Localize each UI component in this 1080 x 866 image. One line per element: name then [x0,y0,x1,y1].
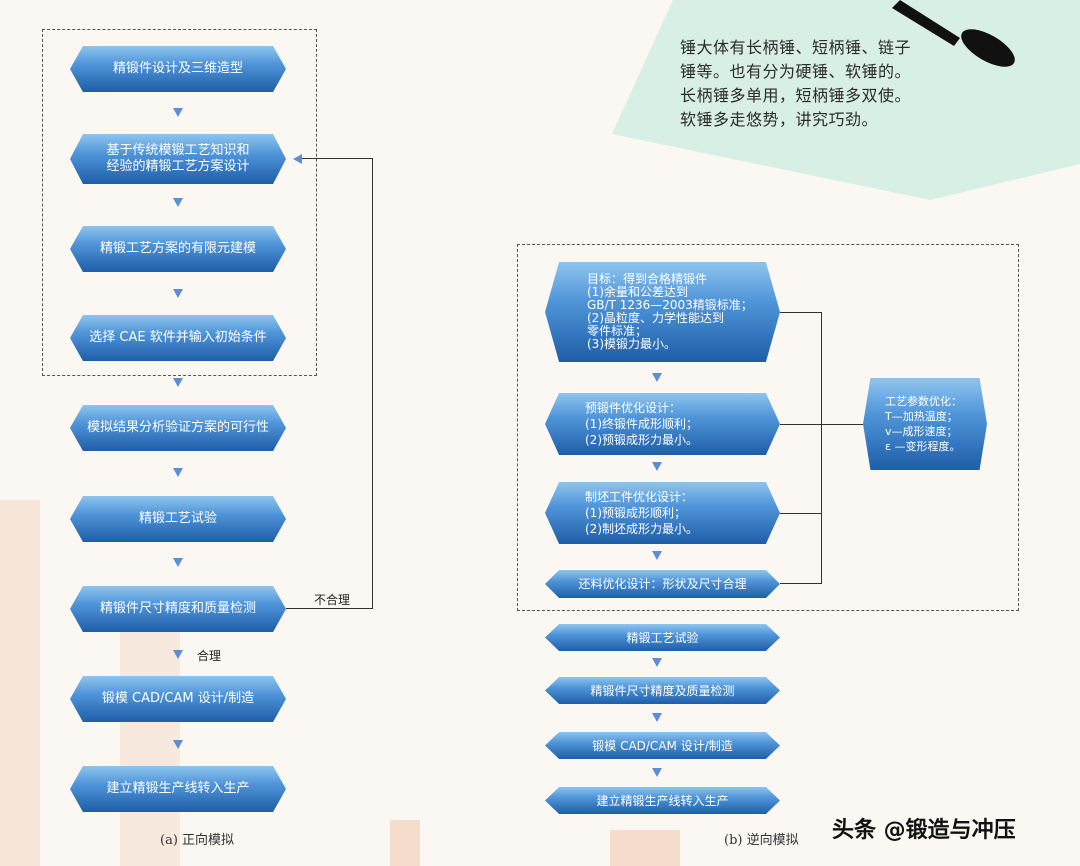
right-dashed-group [517,244,1019,611]
step-blank-design[interactable]: 制坯工件优化设计： (1)预锻成形顺利； (2)制坯成形力最小。 [545,482,780,544]
background-decoration [0,500,40,866]
step-fem-modeling[interactable]: 精锻工艺方案的有限元建模 [70,226,286,272]
caption-forward: (a) 正向模拟 [160,833,235,848]
arrow-down [652,551,662,560]
connector-line [780,424,822,425]
arrow-down [173,198,183,207]
step-production-line[interactable]: 建立精锻生产线转入生产 [70,766,286,812]
step-param-optimization[interactable]: 工艺参数优化： T—加热温度； v—成形速度； ε —变形程度。 [863,378,987,470]
label-unreasonable: 不合理 [314,593,351,607]
arrow-down [652,768,662,777]
arrow-down [173,289,183,298]
step-process-trial[interactable]: 精锻工艺试验 [70,496,286,542]
step-process-design[interactable]: 基于传统模锻工艺知识和 经验的精锻工艺方案设计 [70,134,286,184]
left-dashed-group [42,29,317,376]
step-target[interactable]: 目标：得到合格精锻件 (1)余量和公差达到 GB/T 1236—2003精锻标准… [545,262,780,362]
arrow-down [173,378,183,387]
step-cae-input[interactable]: 选择 CAE 软件并输入初始条件 [70,315,286,361]
arrow-down [652,373,662,382]
step-quality-inspection-b[interactable]: 精锻件尺寸精度及质量检测 [545,677,780,704]
step-die-cad-cam-b[interactable]: 锻模 CAD/CAM 设计/制造 [545,732,780,759]
step-production-line-b[interactable]: 建立精锻生产线转入生产 [545,787,780,814]
feedback-line [300,158,373,159]
background-decoration [120,620,180,866]
label-reasonable: 合理 [197,649,222,663]
caption-reverse: (b) 逆向模拟 [724,833,799,848]
watermark: 头条 @锻造与冲压 [832,818,1016,843]
step-result-analysis[interactable]: 模拟结果分析验证方案的可行性 [70,405,286,451]
arrow-left [293,154,302,164]
arrow-down [173,558,183,567]
step-die-cad-cam[interactable]: 锻模 CAD/CAM 设计/制造 [70,676,286,722]
arrow-down [652,658,662,667]
step-process-trial-b[interactable]: 精锻工艺试验 [545,624,780,651]
note-text: 锤大体有长柄锤、短柄锤、链子 锤等。也有分为硬锤、软锤的。 长柄锤多单用，短柄锤… [680,38,912,129]
step-quality-inspection[interactable]: 精锻件尺寸精度和质量检测 [70,586,286,632]
connector-line [780,312,822,313]
connector-line [780,513,822,514]
feedback-line [286,608,373,609]
arrow-down [173,740,183,749]
arrow-down [173,468,183,477]
feedback-line [372,158,373,609]
background-decoration [610,830,680,866]
step-forging-design[interactable]: 精锻件设计及三维造型 [70,46,286,92]
arrow-down [652,713,662,722]
step-billet-design[interactable]: 还料优化设计：形状及尺寸合理 [545,570,780,598]
arrow-down [652,462,662,471]
connector-line [821,424,863,425]
background-decoration [390,820,420,866]
connector-line [821,312,822,584]
hammer-icon [892,0,1015,67]
connector-line [780,583,822,584]
arrow-down [173,108,183,117]
step-preforging-design[interactable]: 预锻件优化设计： (1)终锻件成形顺利； (2)预锻成形力最小。 [545,393,780,455]
arrow-down [173,650,183,659]
